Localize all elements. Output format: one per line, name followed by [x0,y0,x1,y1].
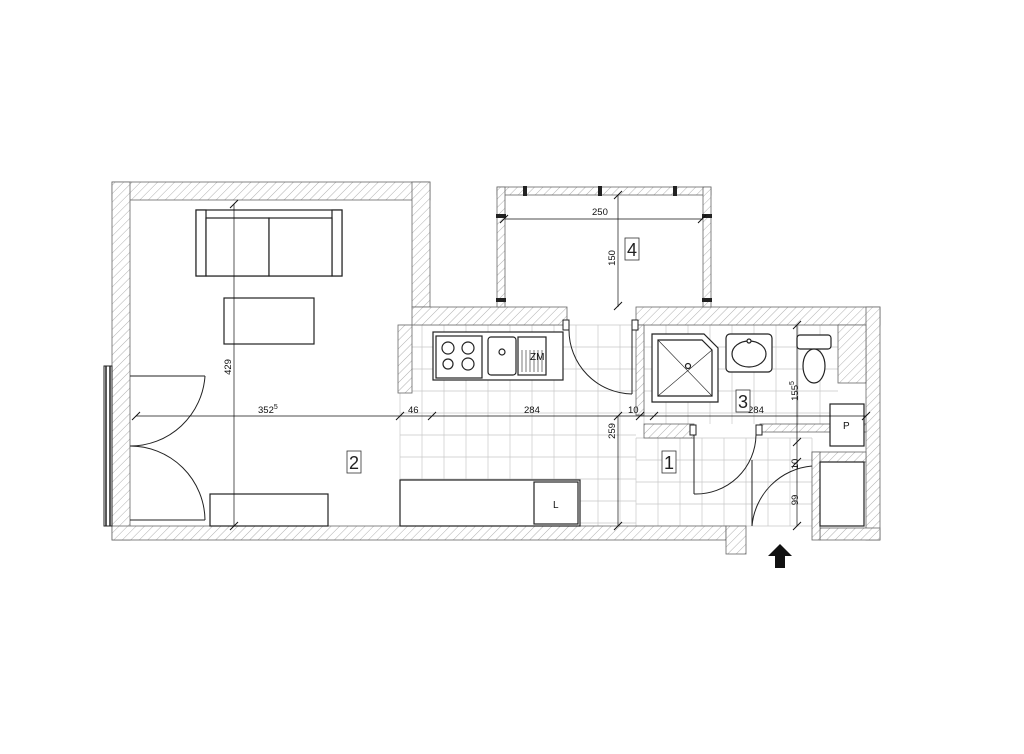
wall-living-left [111,181,131,541]
fridge-label: L [553,500,559,511]
drainboard [517,336,547,376]
wall-living-top [111,181,431,201]
wall-kitchen-left-stub [397,324,413,394]
room-2-label: 2 [349,453,359,473]
dimension-lines [131,190,871,531]
entrance-arrow-icon [768,544,792,568]
window-left [103,365,113,527]
room-labels: 1 2 3 4 [346,237,751,474]
wall-door-jamb [725,525,747,555]
wall-bottom [111,525,727,541]
entry-cabinet [819,461,865,527]
bath-door-swing [689,424,763,495]
dim-living-width: 3525 [258,404,278,416]
wall-bath-lower-left [643,423,695,439]
dim-living-height: 429 [223,359,234,375]
wall-kitchen-top [411,306,568,326]
dim-balcony-depth: 150 [607,250,618,266]
wall-living-right-upper [411,181,431,308]
hall-door-swing [562,319,639,395]
dim-living-width-main: 352 [258,405,274,416]
toilet [796,334,832,384]
balcony-posts [496,186,712,302]
cooktop [435,335,483,379]
wall-balcony-right [702,186,712,308]
entry-door-swing [751,460,813,527]
dim-kitchen-width: 284 [524,405,540,416]
washbasin [725,333,773,373]
fridge [533,481,579,525]
balcony-door-swing [129,375,206,521]
dim-bath-height-main: 155 [790,385,801,401]
dimension-labels: 250 150 3525 429 46 284 10 284 259 1555 … [223,207,801,505]
sofa [195,209,343,277]
drainboard-ribs [521,350,543,372]
dim-hall-height: 259 [607,423,618,439]
walls [111,181,881,555]
dim-balcony-width: 250 [592,207,608,218]
wall-entry-side [811,451,821,541]
washer-label: P [843,421,850,432]
room-1-label: 1 [664,453,674,473]
wall-bath-left [635,324,645,416]
dim-partition: 10 [628,405,639,416]
dim-entry-width: 99 [790,495,801,506]
wall-balcony-left [496,186,506,308]
wall-niche [837,324,867,384]
dim-living-width-sup: 5 [274,404,278,411]
wall-entry-bottom-right [819,527,881,541]
kitchen-counter: ZM [432,331,564,381]
tv-cabinet [209,493,329,527]
wall-bath-right [865,306,881,541]
dim-small-partition: 10 [790,459,801,470]
shower-tray [651,333,719,403]
dim-bath-height: 1555 [789,381,801,401]
washer [829,403,865,447]
dim-wall-gap: 46 [408,405,419,416]
coffee-table [223,297,315,345]
wall-balcony-top [496,186,712,196]
room-3-label: 3 [738,392,748,412]
kitchen-sink [487,336,517,376]
wall-bath-top [635,306,881,326]
room-4-label: 4 [627,240,637,260]
dim-bath-width: 284 [748,405,764,416]
dim-bath-height-sup: 5 [789,381,796,385]
sink-code-label: ZM [530,352,544,363]
